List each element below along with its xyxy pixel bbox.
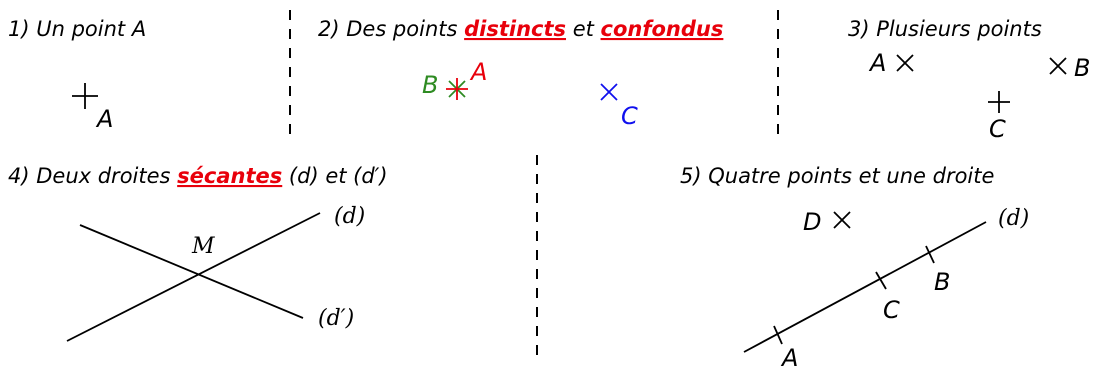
tick-point-a [773, 325, 783, 345]
point-a-cross-marker [896, 54, 914, 72]
line-d [743, 221, 987, 353]
panel-4-title: 4) Deux droites sécantes (d) et (d′) [8, 164, 388, 188]
panel-3-title: 3) Plusieurs points [848, 17, 1042, 41]
line-d-prime [79, 224, 304, 319]
intersection-m-label: M [191, 234, 215, 259]
point-a-label: A [469, 58, 487, 86]
panel-1-title: 1) Un point A [8, 17, 146, 41]
point-c-cross-marker-blue [600, 83, 618, 101]
panel-2-title-prefix: 2) Des points [318, 17, 464, 41]
word-distincts: distincts [464, 17, 566, 41]
point-c-label: C [883, 296, 900, 324]
point-a-label: A [95, 105, 113, 133]
point-d-label: D [803, 208, 821, 236]
line-d-prime-label: (d′) [318, 306, 354, 331]
point-c-label: C [989, 115, 1006, 143]
line-d [66, 212, 321, 342]
tick-point-b [925, 245, 935, 264]
panel-4-title-suffix: (d) et (d′) [282, 164, 387, 188]
tick-point-c [875, 271, 887, 290]
point-c-plus-marker [988, 91, 1010, 113]
panel-2-title-mid: et [566, 17, 601, 41]
point-a-label: A [868, 49, 886, 77]
panel-4-title-prefix: 4) Deux droites [8, 164, 177, 188]
panel-2: 2) Des points distincts et confondus B A… [318, 17, 723, 130]
panel-1: 1) Un point A A [8, 17, 146, 133]
point-a-plus-marker [72, 83, 98, 109]
line-d-label: (d) [998, 206, 1029, 231]
panel-5-title: 5) Quatre points et une droite [680, 164, 994, 188]
point-b-label: B [1074, 54, 1090, 82]
point-b-cross-marker [1049, 57, 1067, 75]
point-b-label: B [934, 268, 950, 296]
point-a-label: A [780, 344, 798, 367]
point-d-cross-marker [833, 211, 851, 229]
panel-2-title: 2) Des points distincts et confondus [318, 17, 723, 41]
word-secantes: sécantes [177, 164, 282, 188]
panel-4: 4) Deux droites sécantes (d) et (d′) (d)… [8, 164, 388, 342]
panel-5: 5) Quatre points et une droite D (d) A C… [680, 164, 1029, 367]
point-a-plus-marker-red [446, 78, 468, 100]
line-d-label: (d) [334, 204, 365, 229]
panel-3: 3) Plusieurs points A B C [848, 17, 1090, 143]
word-confondus: confondus [601, 17, 724, 41]
point-b-label: B [422, 71, 438, 99]
point-c-label: C [621, 102, 638, 130]
